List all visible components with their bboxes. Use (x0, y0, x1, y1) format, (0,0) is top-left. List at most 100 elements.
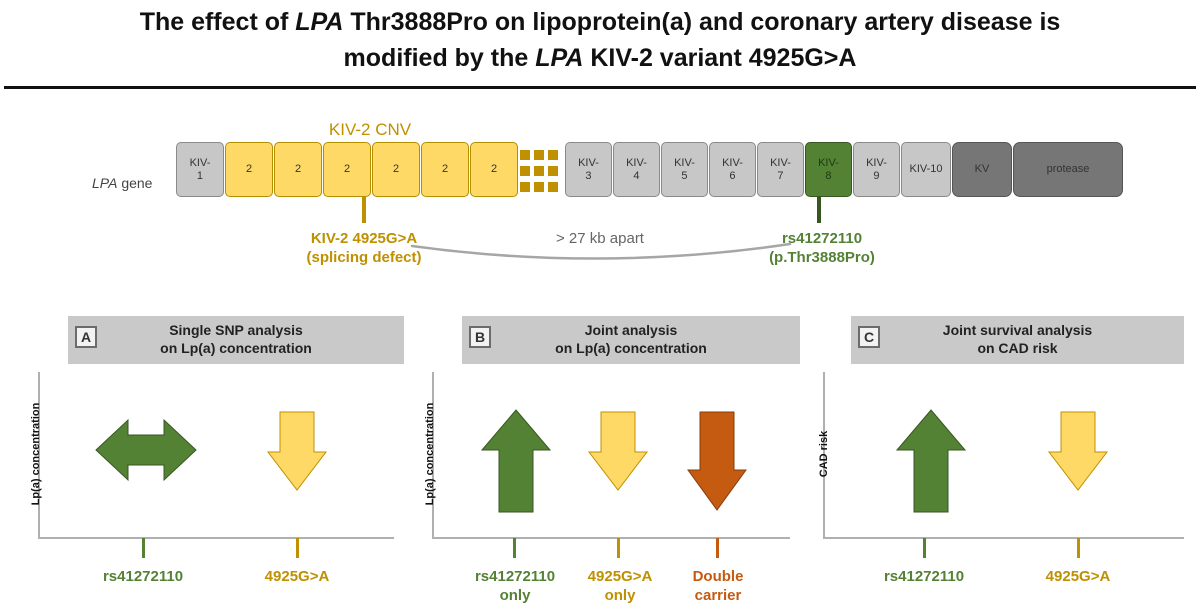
domain-label: KIV- (818, 156, 839, 169)
variant-label-kiv2: KIV-2 4925G>A (splicing defect) (270, 229, 458, 267)
panel-c-y-label: CAD risk (818, 430, 830, 478)
kiv-2-repeat: 2 (274, 142, 322, 197)
panel-a-tick (296, 538, 299, 558)
panel-b-tick (513, 538, 516, 558)
variant-note: (p.Thr3888Pro) (769, 249, 875, 266)
up-arrow-icon (480, 409, 552, 513)
panel-letter: B (469, 326, 491, 348)
kiv-2-repeat: 2 (470, 142, 518, 197)
panel-a-y-axis (38, 372, 40, 538)
domain-label: KIV- (626, 156, 647, 169)
domain-label: KIV- (674, 156, 695, 169)
x-label-text: only (604, 587, 636, 604)
x-label-text: 4925G>A (587, 568, 653, 585)
domain-label: KIV- (770, 156, 791, 169)
domain-label: KIV-10 (909, 163, 943, 175)
down-arrow-icon (1047, 411, 1109, 491)
domain-label: 4 (633, 169, 640, 182)
panel-b-tick (617, 538, 620, 558)
panel-c-tick (1077, 538, 1080, 558)
panel-title-line: Joint analysis (584, 322, 678, 338)
domain-label: 3 (585, 169, 592, 182)
panel-c-y-axis (823, 372, 825, 538)
domain-label: KIV- (866, 156, 887, 169)
kiv-6-domain: KIV-6 (709, 142, 756, 197)
panel-a-x-label: rs41272110 (83, 567, 203, 586)
panel-b-x-axis (432, 537, 790, 539)
panel-title-line: on Lp(a) concentration (160, 340, 312, 356)
panel-b-y-axis (432, 372, 434, 538)
variant-name: rs41272110 (781, 230, 863, 247)
domain-label: 2 (392, 163, 400, 175)
gene-label-rest: gene (117, 175, 153, 191)
x-label-text: rs41272110 (474, 568, 556, 585)
title-text: Thr3888Pro on lipoprotein(a) and coronar… (343, 8, 1061, 36)
panel-c-x-label: rs41272110 (864, 567, 984, 586)
x-label-text: rs41272110 (102, 568, 184, 585)
variant-marker-right (817, 197, 821, 223)
domain-label: 7 (777, 169, 784, 182)
kiv-2-repeat: 2 (372, 142, 420, 197)
panel-a-y-label: Lp(a) concentration (30, 402, 42, 506)
panel-letter: C (858, 326, 880, 348)
domain-label: KV (974, 163, 990, 175)
kiv-3-domain: KIV-3 (565, 142, 612, 197)
title-divider (4, 86, 1196, 89)
panel-b-y-label: Lp(a) concentration (424, 402, 436, 506)
title-text: modified by the (343, 44, 536, 72)
panel-b-x-label: 4925G>A only (568, 567, 672, 605)
title-gene-italic: LPA (535, 44, 584, 72)
domain-label: KIV- (578, 156, 599, 169)
panel-c-tick (923, 538, 926, 558)
panel-b-x-label: Double carrier (672, 567, 764, 605)
panel-b-x-label: rs41272110 only (460, 567, 570, 605)
panel-letter: A (75, 326, 97, 348)
title-gene-italic: LPA (295, 8, 344, 36)
kiv-4-domain: KIV-4 (613, 142, 660, 197)
gene-label: LPA gene (92, 175, 152, 191)
domain-label: 8 (825, 169, 832, 182)
domain-label: KIV- (722, 156, 743, 169)
domain-label: 6 (729, 169, 736, 182)
panel-a-x-axis (38, 537, 394, 539)
down-arrow-icon (266, 411, 328, 491)
domain-label: 2 (441, 163, 449, 175)
panel-b-tick (716, 538, 719, 558)
panel-c-x-label: 4925G>A (1018, 567, 1138, 586)
variant-name: KIV-2 4925G>A (310, 230, 418, 247)
kv-domain: KV (952, 142, 1012, 197)
x-label-text: carrier (694, 587, 742, 604)
domain-label: 5 (681, 169, 688, 182)
gene-label-italic: LPA (92, 175, 118, 191)
variant-marker-left (362, 197, 366, 223)
kiv-10-domain: KIV-10 (901, 142, 951, 197)
domain-label: 2 (343, 163, 351, 175)
panel-title-line: Single SNP analysis (169, 322, 303, 338)
x-label-text: only (499, 587, 531, 604)
x-label-text: rs41272110 (883, 568, 965, 585)
domain-label: 2 (245, 163, 253, 175)
domain-label: 1 (196, 169, 204, 182)
kiv2-cnv-label: KIV-2 CNV (328, 120, 412, 139)
x-label-text: Double (692, 568, 744, 585)
down-arrow-icon (587, 411, 649, 491)
kiv-7-domain: KIV-7 (757, 142, 804, 197)
kiv-5-domain: KIV-5 (661, 142, 708, 197)
panel-a-tick (142, 538, 145, 558)
kiv-1-domain: KIV-1 (176, 142, 224, 197)
down-arrow-icon (687, 411, 747, 511)
panel-c-header: C Joint survival analysis on CAD risk (851, 316, 1184, 364)
domain-label: KIV- (189, 156, 211, 169)
distance-label: > 27 kb apart (556, 230, 644, 247)
panel-b-header: B Joint analysis on Lp(a) concentration (462, 316, 800, 364)
panel-title-line: on CAD risk (977, 340, 1058, 356)
double-arrow-icon (95, 418, 197, 482)
title-text: KIV-2 variant 4925G>A (583, 44, 857, 72)
protease-domain: protease (1013, 142, 1123, 197)
title-text: The effect of (139, 8, 296, 36)
domain-label: 2 (294, 163, 302, 175)
variant-label-rs41272110: rs41272110 (p.Thr3888Pro) (738, 229, 906, 267)
panel-c-x-axis (823, 537, 1184, 539)
panel-a-header: A Single SNP analysis on Lp(a) concentra… (68, 316, 404, 364)
